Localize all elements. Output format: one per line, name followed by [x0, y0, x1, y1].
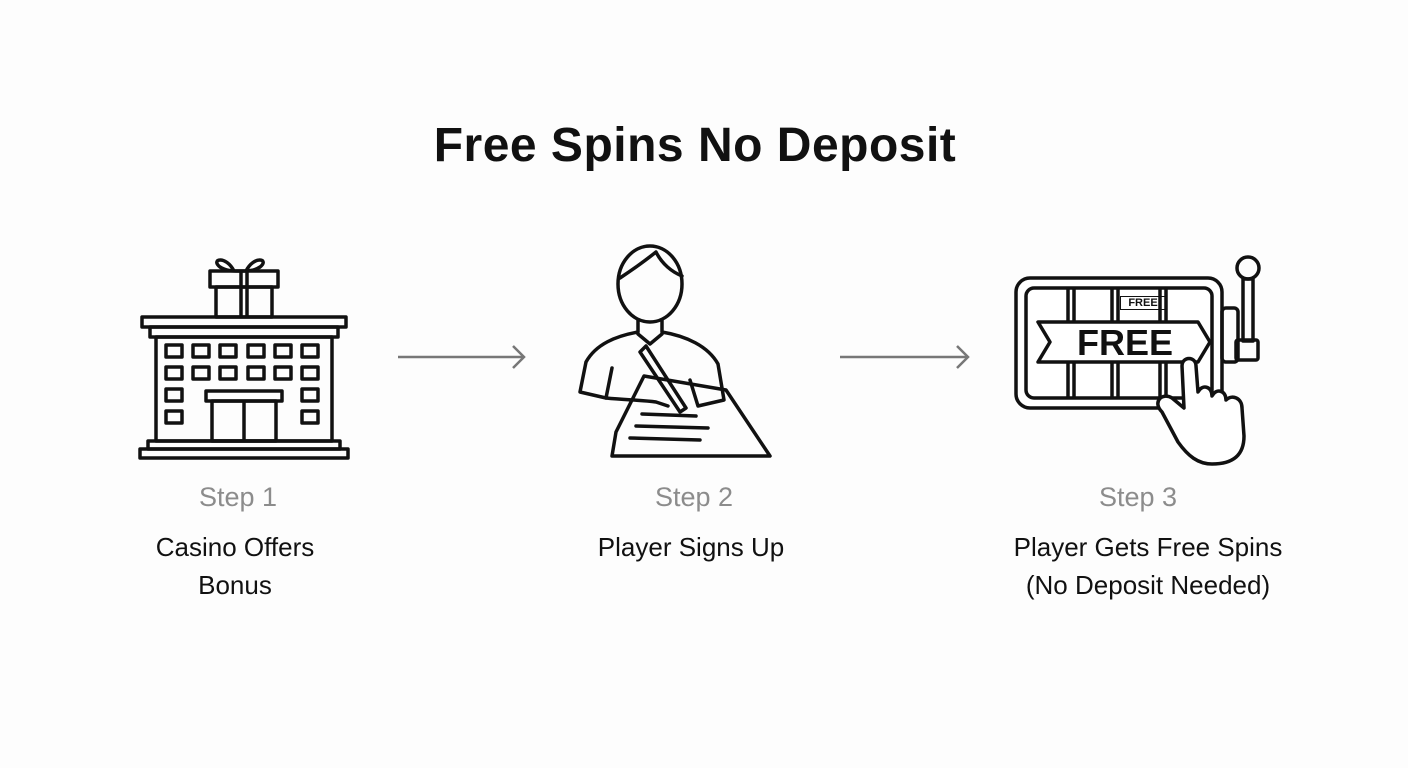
- step-1-description: Casino Offers Bonus: [155, 532, 315, 600]
- step-1-label: Step 1: [198, 482, 278, 512]
- slot-free-banner-text: FREE: [1076, 322, 1173, 363]
- step-3-description: Player Gets Free Spins (No Deposit Neede…: [1013, 532, 1283, 600]
- step-2-description: Player Signs Up: [597, 532, 785, 562]
- step-2-label: Step 2: [654, 482, 734, 512]
- casino-building-gift-icon: [138, 253, 350, 461]
- page-title: Free Spins No Deposit: [433, 119, 957, 172]
- slot-machine-free-icon: FREE FREE: [1012, 252, 1268, 468]
- person-signing-icon: [576, 240, 776, 462]
- step-3-label: Step 3: [1098, 482, 1178, 512]
- arrow-right-icon: [838, 344, 974, 370]
- slot-free-small-label: FREE: [1120, 296, 1166, 310]
- arrow-right-icon: [396, 344, 530, 370]
